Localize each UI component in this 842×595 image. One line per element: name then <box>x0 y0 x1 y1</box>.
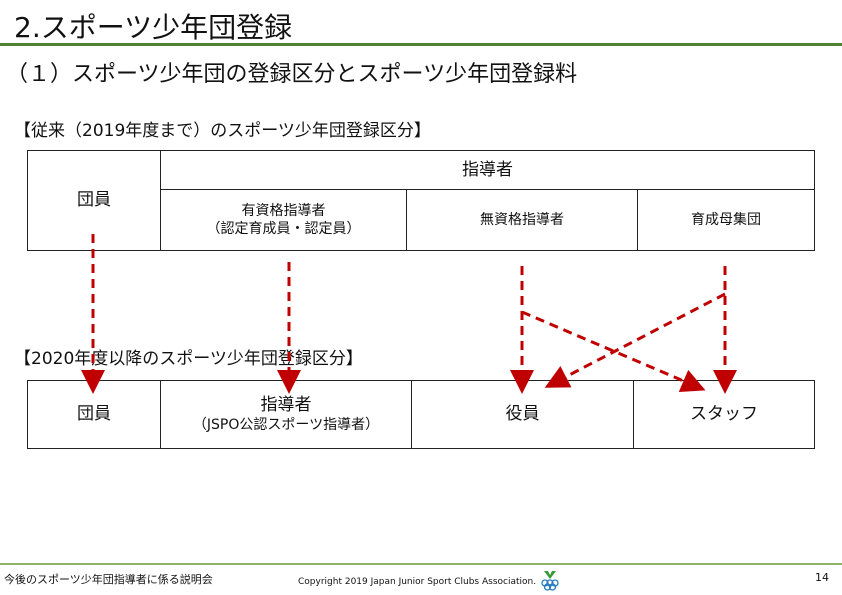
title-divider <box>0 43 842 46</box>
officer-label: 役員 <box>505 404 540 425</box>
copyright: Copyright 2019 Japan Junior Sport Clubs … <box>298 577 537 587</box>
footer-title: 今後のスポーツ少年団指導者に係る説明会 <box>4 573 213 586</box>
jjsca-logo-icon <box>538 569 562 595</box>
old-section-heading: 【従来（2019年度まで）のスポーツ少年団登録区分】 <box>14 121 431 141</box>
new-member-cell: 団員 <box>27 380 161 449</box>
subtitle: （１）スポーツ少年団の登録区分とスポーツ少年団登録料 <box>6 62 578 87</box>
unqualified-label: 無資格指導者 <box>480 211 564 228</box>
arrow-unqualified-to-staff <box>521 310 706 392</box>
old-mothers-group-cell: 育成母集団 <box>637 189 815 251</box>
new-leader-label: 指導者 <box>260 395 312 416</box>
footer-divider <box>0 563 842 565</box>
qualified-note: （認定育成員・認定員） <box>206 221 361 237</box>
new-leader-cell: 指導者（JSPO公認スポーツ指導者） <box>160 380 412 449</box>
old-member-label: 団員 <box>77 190 111 211</box>
qualified-label: 有資格指導者 <box>241 202 326 219</box>
new-section-heading: 【2020年度以降のスポーツ少年団登録区分】 <box>14 349 363 369</box>
new-staff-cell: スタッフ <box>633 380 815 449</box>
old-unqualified-cell: 無資格指導者 <box>406 189 638 251</box>
mothers-group-label: 育成母集団 <box>691 211 761 228</box>
old-member-cell: 団員 <box>27 150 161 251</box>
page-number: 14 <box>815 571 829 584</box>
old-leaders-header: 指導者 <box>160 150 815 190</box>
new-leader-note: （JSPO公認スポーツ指導者） <box>192 417 380 434</box>
old-leaders-label: 指導者 <box>462 159 513 180</box>
arrow-mothers-to-officer <box>544 292 726 388</box>
new-member-label: 団員 <box>77 404 111 425</box>
old-qualified-cell: 有資格指導者 （認定育成員・認定員） <box>160 189 407 251</box>
staff-label: スタッフ <box>690 404 758 425</box>
page-title: 2.スポーツ少年団登録 <box>14 11 293 44</box>
new-officer-cell: 役員 <box>411 380 634 449</box>
